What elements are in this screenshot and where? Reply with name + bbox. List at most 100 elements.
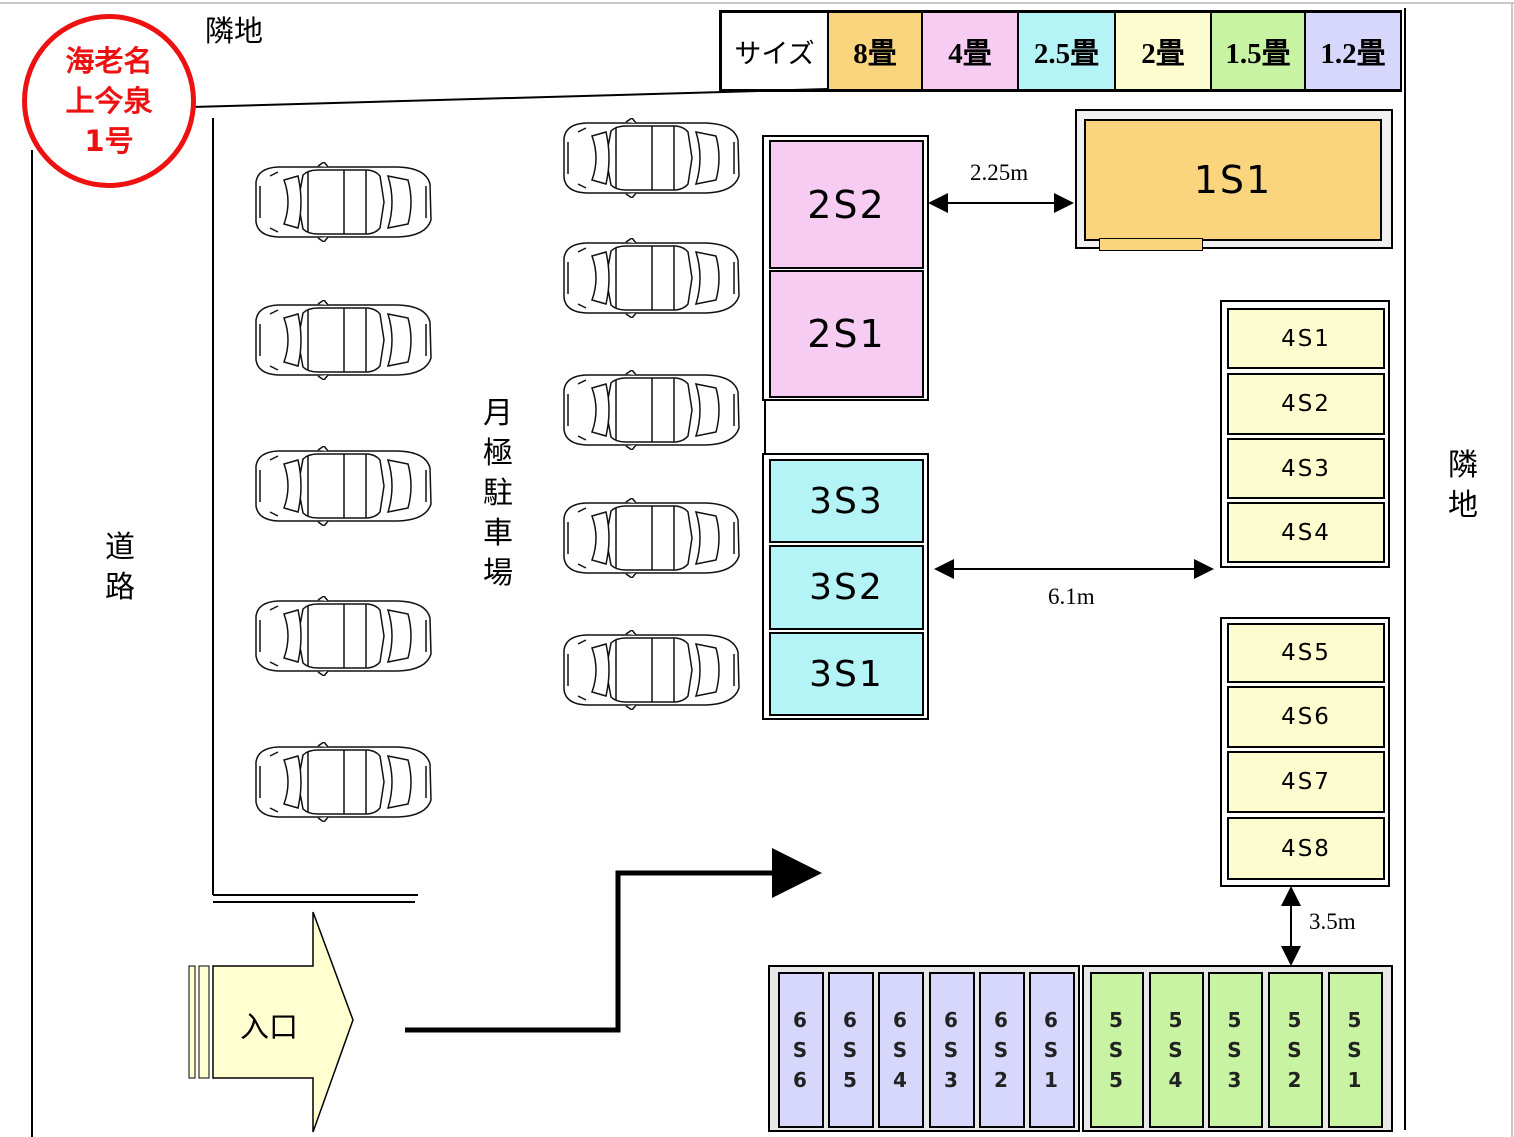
legend-4jo: 4畳 (923, 13, 1019, 89)
storage-unit[interactable]: 3S2 (769, 545, 924, 630)
neighbor-label-right: 隣 地 (1443, 446, 1483, 526)
storage-unit[interactable]: 4S8 (1227, 817, 1385, 880)
dimension-label-1: 2.25m (970, 160, 1029, 185)
unit-label-char: S (1347, 1038, 1364, 1062)
unit-label-char: 6 (893, 1008, 909, 1032)
storage-unit[interactable]: 2S1 (769, 270, 924, 398)
storage-unit[interactable]: 3S3 (769, 459, 924, 543)
unit-label-char: S (943, 1038, 961, 1062)
legend-2-5jo: 2.5畳 (1019, 13, 1116, 89)
car-icon (556, 236, 742, 322)
car-icon (556, 496, 742, 582)
unit-label: 4S4 (1281, 519, 1331, 546)
storage-unit[interactable]: 4S5 (1227, 623, 1385, 683)
parking-char: 場 (483, 556, 513, 591)
storage-unit[interactable]: 2S2 (769, 140, 924, 269)
unit-label-char: 5 (1168, 1008, 1185, 1032)
badge-line-3: 1号 (84, 124, 134, 158)
storage-unit[interactable]: 4S6 (1227, 686, 1385, 748)
unit-label-char: 6 (793, 1068, 809, 1092)
monthly-parking-label: 月 極 駐 車 場 (478, 394, 518, 594)
drive-path (405, 848, 822, 1033)
storage-unit[interactable]: 1S1 (1084, 119, 1382, 241)
legend-1-5jo: 1.5畳 (1212, 13, 1306, 89)
car-icon (248, 298, 434, 384)
storage-unit[interactable]: 3S1 (769, 632, 924, 716)
unit-label-char: 1 (1044, 1068, 1060, 1092)
unit-label-char: 6 (1044, 1008, 1060, 1032)
entrance-arrow (212, 911, 354, 1133)
parking-char: 極 (483, 436, 513, 471)
storage-unit[interactable]: 4S4 (1227, 502, 1385, 563)
entrance-gate-2 (198, 965, 210, 1079)
road-char: 道 (105, 530, 135, 565)
unit-label: 4S2 (1281, 391, 1331, 417)
unit-label-char: 2 (1287, 1068, 1304, 1092)
road-label: 道 路 (100, 528, 140, 608)
car-icon (556, 116, 742, 202)
unit-label-char: 2 (994, 1068, 1010, 1092)
car-icon (556, 368, 742, 454)
entrance-label: 入口 (240, 1010, 299, 1044)
unit-label-char: 5 (1287, 1008, 1304, 1032)
car-icon (248, 740, 434, 826)
size-legend: サイズ 8畳 4畳 2.5畳 2畳 1.5畳 1.2畳 (719, 10, 1402, 92)
parking-char: 駐 (483, 476, 513, 511)
unit-label: 4S7 (1281, 769, 1331, 795)
unit-label: 2S1 (807, 312, 886, 356)
unit-group-2-5jo: 3S3 3S2 3S1 (762, 453, 929, 720)
storage-unit[interactable]: 4S3 (1227, 438, 1385, 499)
unit-label: 1S1 (1193, 158, 1273, 202)
unit-label-char: S (842, 1038, 860, 1062)
neighbor-right-char: 地 (1448, 488, 1478, 523)
unit-label-char: 6 (944, 1008, 960, 1032)
unit-group-4jo: 2S2 2S1 (762, 135, 929, 401)
unit-label: 2S2 (807, 182, 886, 227)
unit-label-char: S (1287, 1038, 1304, 1062)
unit-label-char: 5 (1109, 1008, 1125, 1032)
storage-unit[interactable]: 4S1 (1227, 308, 1385, 369)
parking-char: 月 (483, 396, 513, 431)
unit-group-2jo-upper: 4S1 4S2 4S3 4S4 (1220, 300, 1390, 568)
legend-1-2jo: 1.2畳 (1306, 13, 1402, 89)
storage-unit[interactable]: 4S7 (1227, 751, 1385, 813)
unit-label-char: S (1043, 1038, 1061, 1062)
unit-label-char: 6 (793, 1008, 809, 1032)
unit-label-char: 1 (1347, 1068, 1364, 1092)
unit-label: 4S5 (1281, 640, 1331, 666)
unit-label: 3S2 (809, 567, 884, 608)
unit-label-char: S (1108, 1038, 1126, 1062)
legend-2jo: 2畳 (1116, 13, 1212, 89)
storage-unit[interactable]: 4S2 (1227, 373, 1385, 435)
legend-header: サイズ (722, 13, 829, 89)
door-icon (1099, 238, 1203, 251)
unit-label-char: 5 (1347, 1008, 1364, 1032)
unit-label-char: S (1168, 1038, 1185, 1062)
badge-line-2: 上今泉 (65, 84, 153, 118)
unit-label-char: 6 (843, 1008, 859, 1032)
unit-label-char: 3 (1227, 1068, 1244, 1092)
road-char: 路 (105, 570, 135, 605)
